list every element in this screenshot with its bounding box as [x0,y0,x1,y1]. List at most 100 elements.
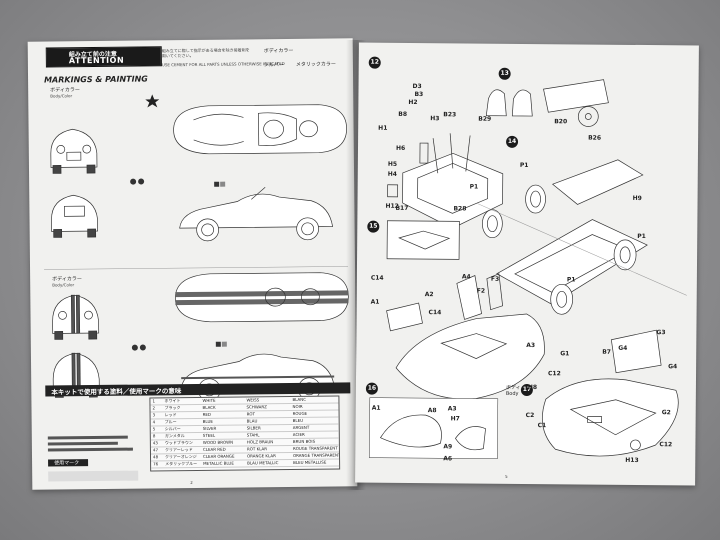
part-label-h1: H1 [378,124,388,132]
part-label-h6: H6 [395,144,406,152]
paint-cell-de: BLAU METALLIC [247,460,279,466]
part-label-g4-b: G4 [668,363,678,371]
car-front-view-1 [50,128,98,174]
paint-cell-code: 1 [152,398,156,404]
paint-cell-de: SCHWARZ [246,404,267,410]
paint-cell-code: 43 [152,440,158,446]
right-page-drawings [369,79,687,460]
paint-cell-de: ROT [246,411,255,417]
paint-cell-de: SILBER [246,425,261,431]
paint-cell-de: ORANGE KLAR [246,453,276,459]
instruction-page-left: ! [27,38,358,490]
body-label-en: Body [505,390,519,397]
markings-title: MARKINGS & PAINTING [44,74,148,85]
left-page-number: 2 [190,480,193,486]
seats-and-dashboard-drawing [485,79,609,127]
part-label-p1-b: P1 [519,161,529,170]
attention-en-title: ATTENTION [68,55,125,66]
body-color-item-metallic: メタリックカラー [295,61,336,68]
paint-cell-en: SILVER [202,425,217,431]
part-label-a3: A3 [526,341,536,350]
part-label-b23: B23 [443,111,457,119]
paint-cell-de: BLAU [246,418,258,424]
instruction-page-right: 12 13 14 15 16 17 H2 H1 H3 H6 H5 H4 H12 … [355,42,699,486]
part-label-c2: C2 [525,411,535,420]
right-page-number: 5 [505,473,508,479]
left-page-drawings: ! [44,49,349,482]
decal-markers [130,178,227,351]
paint-cell-de: ROT KLAR [246,446,268,452]
paint-cell-en: BLACK [202,404,216,410]
part-label-b3: B3 [414,91,424,99]
paint-cell-code: 8 [152,433,156,439]
step15-inset-box [386,220,460,260]
paint-cell-en: BLUE [202,418,213,424]
paint-cell-jp: ガンメタル [164,433,185,439]
part-label-g3: G3 [656,329,666,337]
paint-cell-code: 4 [152,419,156,425]
step-number-13: 13 [498,67,511,80]
paint-cell-jp: ブルー [164,419,177,425]
paint-cell-en: WOOD BROWN [202,439,234,445]
paint-cell-jp: クリアーレッド [164,447,193,453]
part-label-c1: C1 [537,422,547,430]
paint-cell-code: 5 [152,426,156,432]
use-paint-label: 使用マーク [54,460,80,467]
part-label-a1: A1 [370,298,380,306]
step17-assembly-drawing [542,329,679,457]
paint-cell-fr: BLEU METALLISE [293,459,327,465]
part-label-b28: B28 [453,205,467,213]
car-front-view-2 [52,294,100,340]
body-color-en-2: Body/Color [52,282,75,288]
body-shell-drawing [386,273,545,400]
part-label-b7: B7 [602,348,612,356]
part-label-f2: F2 [476,287,486,295]
car-top-view-1 [173,104,347,155]
part-label-g2: G2 [661,409,671,417]
part-label-c14-a: C14 [370,274,384,282]
paint-cell-fr: BRUN BOIS [292,438,316,444]
chassis-drawing [482,159,648,315]
paint-cell-fr: ORANGE TRANSPARENT [292,452,340,458]
paint-cell-fr: ACIER [292,431,305,437]
part-label-a4: A4 [461,273,471,281]
part-label-16-a6: A6 [443,455,453,463]
step16-inset-box [369,397,499,460]
paint-cell-en: RED [202,411,211,417]
body-color-en: Body/Color [50,93,73,99]
part-label-16-a9: A9 [443,443,453,451]
part-label-b26: B26 [588,134,602,142]
paint-cell-fr: ARGENT [292,424,310,430]
paint-cell-code: 48 [152,454,159,460]
part-label-h2: H2 [408,98,418,107]
part-label-h8: H8 [527,384,538,392]
paint-cell-fr: ROUGE TRANSPARENT [292,445,338,451]
paint-cell-en: STEEL [202,432,216,438]
part-label-16-a3: A3 [447,405,457,413]
paint-cell-jp: シルバー [164,426,181,432]
paint-cell-jp: ウッドブラウン [164,440,193,446]
paint-cell-code: 76 [153,461,159,467]
paint-cell-jp: メタリックブルー [165,460,198,467]
paint-section-title: 本キットで使用する塗料／使用マークの意味 [51,387,182,397]
part-label-f3: F3 [490,275,500,283]
paint-cell-jp: レッド [164,412,177,418]
part-label-b20: B20 [554,118,568,126]
part-label-b17: B17 [395,204,409,212]
part-label-h13: H13 [625,456,639,464]
paint-cell-fr: NOIR [292,403,303,409]
car-rear-view-1 [51,194,99,238]
part-label-g4-a: G4 [618,344,628,352]
paint-cell-fr: ROUGE [292,410,308,416]
paint-cell-de: WEISS [246,397,260,403]
part-label-h4: H4 [387,170,398,178]
paint-cell-de: STAHL [246,432,260,438]
body-color-item-silver: シルバー [263,62,284,69]
attention-box: 組み立て前の注意 ATTENTION [45,46,162,68]
part-label-c12-b: C12 [659,441,673,449]
paint-cell-fr: BLEU [292,417,304,423]
paint-cell-code: 3 [152,412,156,418]
paint-cell-en: CLEAR ORANGE [202,453,235,459]
paint-cell-en: WHITE [202,397,216,403]
